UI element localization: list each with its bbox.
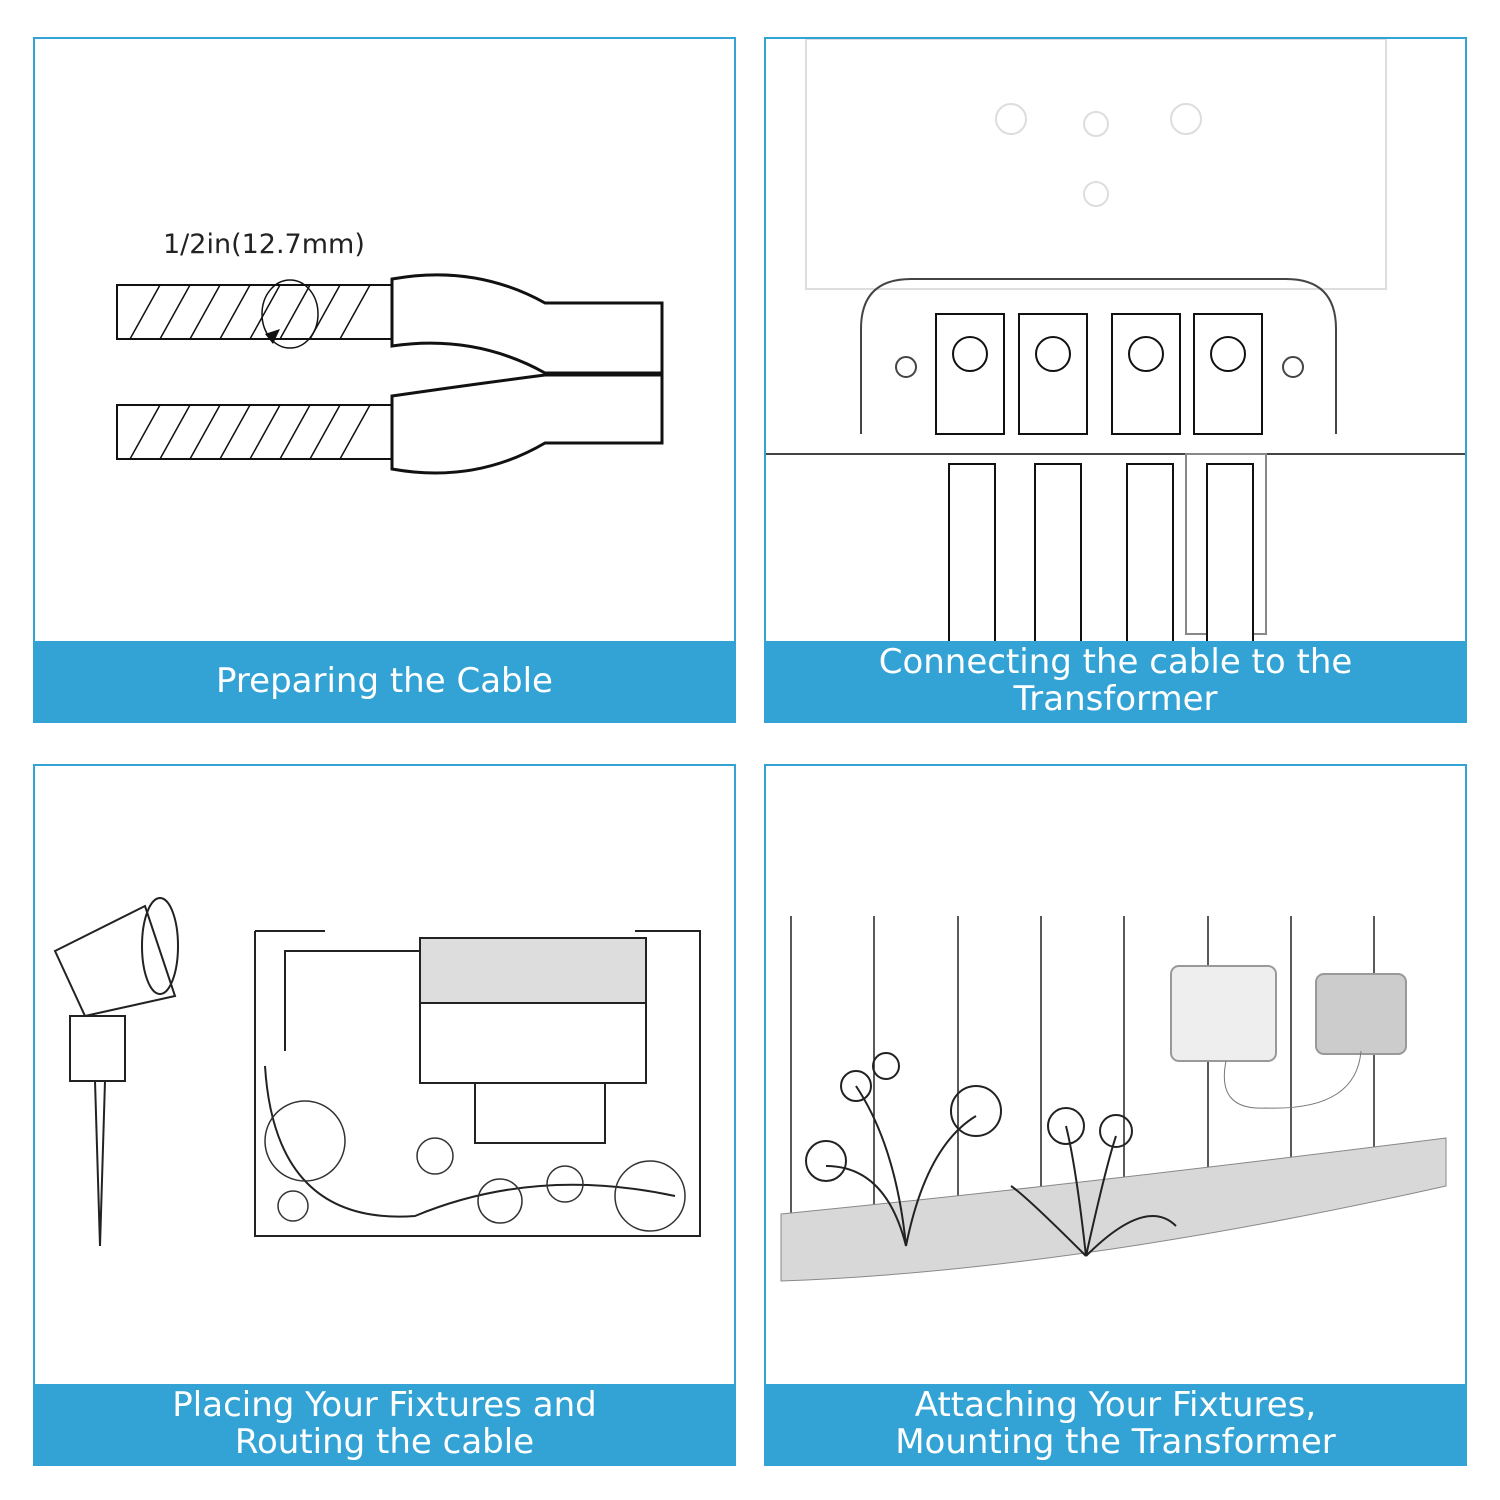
panel-mounting-transformer: Attaching Your Fixtures,Mounting the Tra… — [764, 764, 1467, 1466]
yard-layout-illustration — [53, 897, 701, 1247]
transformer-terminal-illustration — [766, 39, 1465, 721]
cable-strip-illustration — [116, 273, 664, 475]
panel-title: Attaching Your Fixtures,Mounting the Tra… — [766, 1384, 1465, 1464]
plants-icon — [805, 1052, 1177, 1257]
transformer-icon — [1170, 965, 1407, 1062]
panel-preparing-cable: 1/2in(12.7mm) Preparing the Cable — [33, 37, 736, 723]
spotlight-icon — [53, 897, 179, 1247]
panel-title: Preparing the Cable — [35, 641, 734, 721]
fence-mount-illustration — [780, 916, 1447, 1282]
strip-length-label: 1/2in(12.7mm) — [163, 229, 365, 260]
arrow-icon — [265, 329, 280, 344]
